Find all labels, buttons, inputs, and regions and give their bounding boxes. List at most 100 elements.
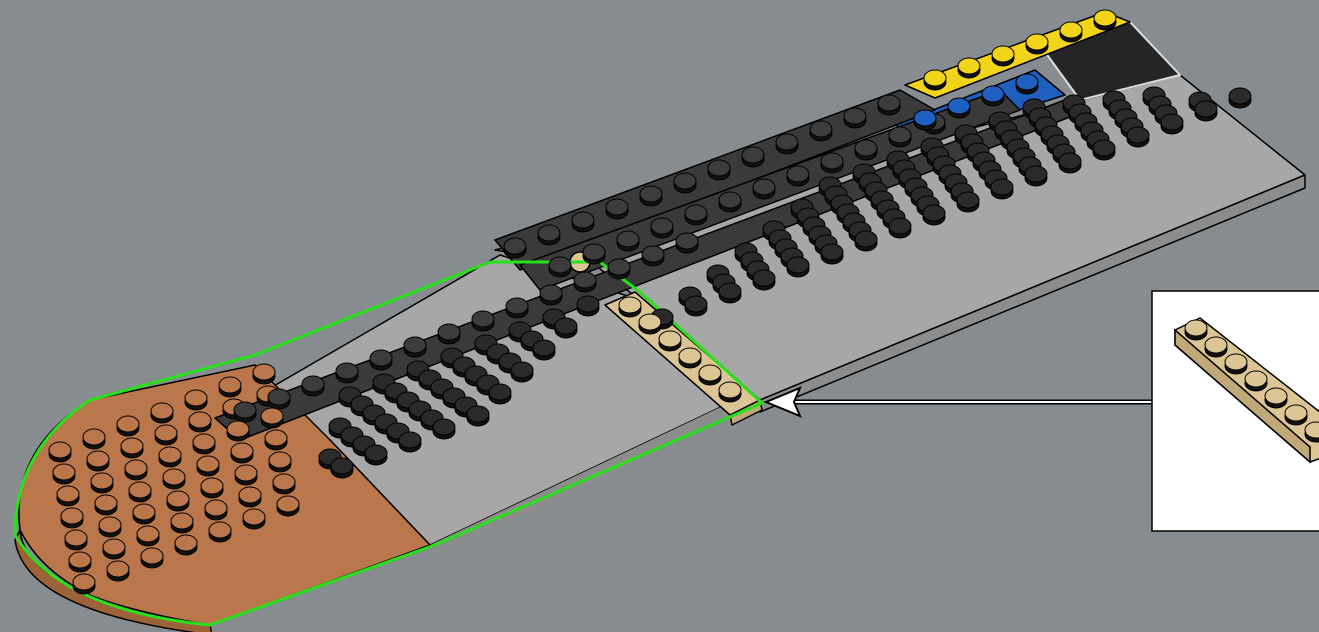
stud-top — [572, 212, 594, 228]
stud-top — [205, 500, 227, 516]
stud-top — [606, 199, 628, 215]
stud-top — [167, 491, 189, 507]
stud-top — [889, 218, 911, 234]
stud-top — [1016, 74, 1038, 90]
stud-top — [549, 257, 571, 273]
stud-top — [914, 110, 936, 126]
stud-top — [175, 535, 197, 551]
stud-top — [538, 225, 560, 241]
stud-top — [982, 86, 1004, 102]
stud-top — [992, 46, 1014, 62]
stud-top — [504, 238, 526, 254]
stud-top — [53, 464, 75, 480]
stud-top — [1185, 320, 1207, 336]
stud-top — [810, 121, 832, 137]
stud-top — [1245, 371, 1267, 387]
stud-top — [923, 205, 945, 221]
stud-top — [679, 348, 701, 364]
stud-top — [1195, 101, 1217, 117]
stud-top — [91, 473, 113, 489]
stud-top — [699, 365, 721, 381]
stud-top — [776, 134, 798, 150]
stud-top — [336, 363, 358, 379]
stud-top — [1265, 388, 1287, 404]
stud-top — [555, 318, 577, 334]
stud-top — [129, 482, 151, 498]
stud-top — [855, 231, 877, 247]
stud-top — [103, 539, 125, 555]
stud-top — [239, 487, 261, 503]
stud-top — [83, 429, 105, 445]
stud-top — [141, 548, 163, 564]
stud-top — [49, 442, 71, 458]
stud-top — [121, 438, 143, 454]
stud-top — [719, 192, 741, 208]
stud-top — [753, 270, 775, 286]
stud-top — [889, 127, 911, 143]
stud-top — [533, 340, 555, 356]
stud-top — [608, 259, 630, 275]
stud-top — [273, 474, 295, 490]
stud-top — [404, 337, 426, 353]
stud-top — [331, 458, 353, 474]
stud-top — [540, 285, 562, 301]
stud-top — [708, 160, 730, 176]
stud-top — [577, 296, 599, 312]
stud-top — [1229, 88, 1251, 104]
stud-top — [95, 495, 117, 511]
stud-top — [234, 402, 256, 418]
stud-top — [265, 430, 287, 446]
stud-top — [189, 412, 211, 428]
stud-top — [99, 517, 121, 533]
stud-top — [574, 272, 596, 288]
stud-top — [302, 376, 324, 392]
stud-top — [171, 513, 193, 529]
stud-top — [87, 451, 109, 467]
stud-top — [1093, 140, 1115, 156]
stud-top — [619, 297, 641, 313]
stud-top — [137, 526, 159, 542]
stud-top — [1205, 337, 1227, 353]
stud-top — [639, 314, 661, 330]
stud-top — [1285, 405, 1307, 421]
stud-top — [685, 205, 707, 221]
stud-top — [844, 108, 866, 124]
stud-top — [159, 447, 181, 463]
stud-top — [472, 311, 494, 327]
stud-top — [1025, 166, 1047, 182]
stud-top — [1026, 34, 1048, 50]
stud-top — [65, 530, 87, 546]
stud-top — [73, 574, 95, 590]
stud-top — [117, 416, 139, 432]
stud-top — [269, 452, 291, 468]
stud-top — [948, 98, 970, 114]
stud-top — [69, 552, 91, 568]
stud-top — [399, 432, 421, 448]
stud-top — [231, 443, 253, 459]
stud-top — [821, 244, 843, 260]
stud-top — [787, 166, 809, 182]
stud-top — [1059, 153, 1081, 169]
stud-top — [640, 186, 662, 202]
stud-top — [753, 179, 775, 195]
stud-top — [243, 509, 265, 525]
stud-top — [958, 58, 980, 74]
stud-top — [1161, 114, 1183, 130]
stud-top — [659, 331, 681, 347]
stud-top — [467, 406, 489, 422]
stud-top — [268, 389, 290, 405]
stud-top — [1225, 354, 1247, 370]
stud-top — [651, 218, 673, 234]
stud-top — [719, 382, 741, 398]
stud-top — [685, 296, 707, 312]
stud-top — [583, 244, 605, 260]
stud-top — [185, 390, 207, 406]
stud-top — [227, 421, 249, 437]
stud-top — [151, 403, 173, 419]
stud-top — [365, 445, 387, 461]
stud-top — [433, 419, 455, 435]
stud-top — [957, 192, 979, 208]
stud-top — [617, 231, 639, 247]
stud-top — [61, 508, 83, 524]
